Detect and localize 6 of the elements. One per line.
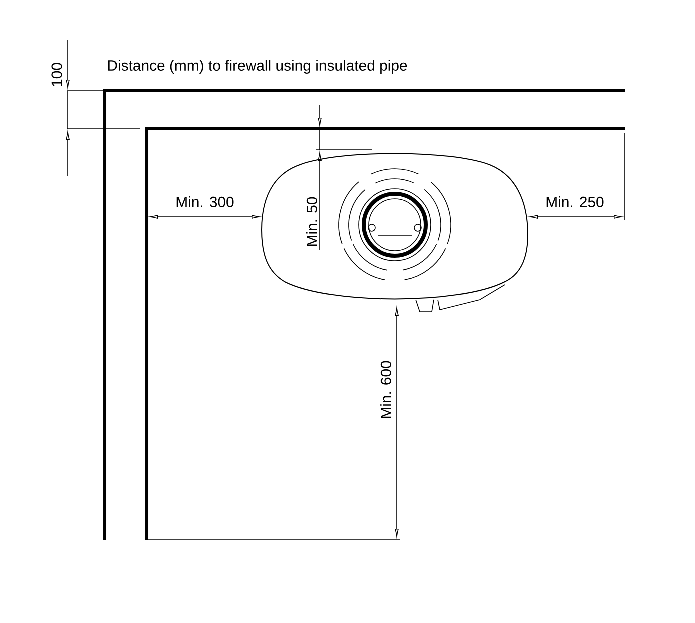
dimension-label: Min. 300 xyxy=(176,196,234,208)
dimension-label: Min. 600 xyxy=(380,361,392,418)
title: Distance (mm) to firewall using insulated pipe xyxy=(108,60,408,74)
dimension-label: 100 xyxy=(52,63,62,86)
dimension-label: Min. 250 xyxy=(546,196,604,208)
dimension-label: Min. 50 xyxy=(306,197,318,246)
